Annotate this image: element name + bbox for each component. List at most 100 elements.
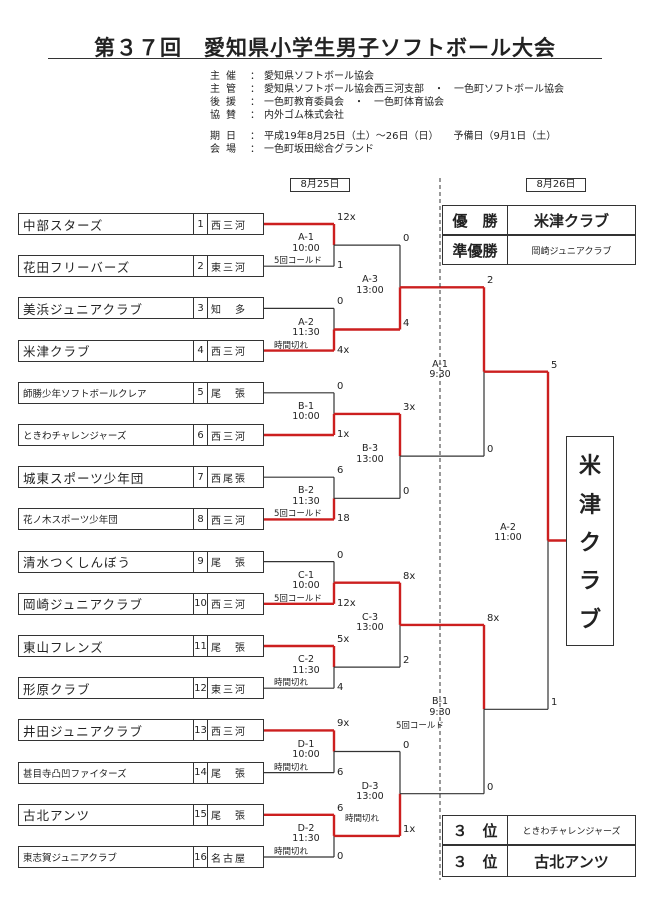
score-label: 1x xyxy=(337,429,350,440)
team-region: 西三河 xyxy=(211,347,247,359)
game-label: A-2 11:30 xyxy=(292,316,320,338)
team-name: 清水つくしんぼう xyxy=(19,551,194,572)
game-note: 5回コールド xyxy=(274,593,322,604)
game-label: B-2 11:30 xyxy=(292,485,320,507)
team-seed: 9 xyxy=(194,551,208,572)
team-name: 東山フレンズ xyxy=(19,636,194,656)
runnerup-team: 岡崎ジュニアクラブ xyxy=(531,246,612,257)
info-row: 主催 ： 愛知県ソフトボール協会 xyxy=(210,70,374,84)
team-seed: 10 xyxy=(194,593,208,614)
score-label: 4 xyxy=(403,317,410,329)
score-label: 0 xyxy=(403,233,410,245)
score-label: 12x xyxy=(337,597,356,609)
info-label: 後援 xyxy=(210,97,242,108)
info-value: 内外ゴム株式会社 xyxy=(264,110,344,121)
score-label: 18 xyxy=(337,513,350,525)
team-region: 東三河 xyxy=(211,262,247,274)
game-note: 時間切れ xyxy=(274,678,309,689)
team-seed: 11 xyxy=(194,636,208,656)
score-label: 0 xyxy=(337,549,344,561)
score-label: 8x xyxy=(487,612,500,624)
title-underline xyxy=(48,58,602,59)
info-value: 一色町坂田総合グランド xyxy=(264,144,374,155)
winner-box: 優 勝 米津クラブ xyxy=(442,205,636,235)
score-label: 6 xyxy=(337,802,344,814)
champion-char: 津 xyxy=(578,491,601,518)
info-label: 期日 xyxy=(210,131,242,142)
game-label: A-1 10:00 xyxy=(292,232,320,254)
team-seed: 12 xyxy=(194,678,208,699)
team-name: 花ノ木スポーツ少年団 xyxy=(19,509,194,530)
score-label: 5 xyxy=(551,359,558,371)
team-region: 尾 張 xyxy=(211,389,247,401)
team-region: 西三河 xyxy=(211,220,247,232)
game-label: C-1 10:00 xyxy=(292,569,320,592)
info-label: 主催 xyxy=(210,71,242,82)
team-seed: 16 xyxy=(194,847,208,867)
third-place-label-2: ３ 位 xyxy=(443,846,508,876)
game-note: 5回コールド xyxy=(274,509,322,520)
day2-label: 8月26日 xyxy=(526,178,586,192)
page-title: 第３７回 愛知県小学生男子ソフトボール大会 xyxy=(94,35,556,60)
team-region: 西尾張 xyxy=(211,473,247,485)
info-row: 協賛：内外ゴム株式会社 xyxy=(210,109,344,123)
winner-label: 優 勝 xyxy=(443,206,508,234)
score-label: 1 xyxy=(337,260,344,272)
team-name: 城東スポーツ少年団 xyxy=(19,467,194,488)
game-label: C-3 13:00 xyxy=(356,611,384,634)
team-region: 尾 張 xyxy=(211,811,247,823)
team-seed: 2 xyxy=(194,256,208,277)
champion-char: ク xyxy=(578,529,601,556)
score-label: 12x xyxy=(337,212,356,223)
info-label: 主管 xyxy=(210,84,242,95)
score-label: 6 xyxy=(337,766,344,778)
team-seed: 8 xyxy=(194,509,208,530)
game-label: A-1 9:30 xyxy=(429,358,451,381)
team-seed: 3 xyxy=(194,298,208,319)
info-colon: ： xyxy=(250,71,260,82)
game-label: C-2 11:30 xyxy=(292,654,320,676)
game-label: D-1 10:00 xyxy=(292,738,320,760)
team-region: 名古屋 xyxy=(211,853,247,865)
info-colon: ： xyxy=(250,110,260,121)
score-label: 4 xyxy=(337,682,344,694)
score-label: 3x xyxy=(403,401,416,413)
score-label: 1 xyxy=(551,697,558,709)
game-label: B-1 10:00 xyxy=(292,400,320,423)
score-label: 0 xyxy=(403,486,410,498)
score-label: 1x xyxy=(403,823,416,835)
game-label: A-3 13:00 xyxy=(356,274,384,296)
info-value: 愛知県ソフトボール協会 xyxy=(264,71,374,82)
third-place-team-1: ときわチャレンジャーズ xyxy=(522,826,621,837)
team-seed: 15 xyxy=(194,804,208,825)
score-label: 8x xyxy=(403,570,416,582)
info-row: 主管：愛知県ソフトボール協会西三河支部 ・ 一色町ソフトボール協会 xyxy=(210,83,564,97)
runnerup-label: 準優勝 xyxy=(443,236,508,264)
score-label: 2 xyxy=(403,655,410,667)
game-note: 時間切れ xyxy=(274,762,309,773)
team-name: ときわチャレンジャーズ xyxy=(19,425,194,445)
score-label: 0 xyxy=(487,781,494,793)
day1-label: 8月25日 xyxy=(290,178,350,192)
team-name: 甚目寺凸凹ファイターズ xyxy=(19,762,194,783)
score-label: 0 xyxy=(403,739,410,751)
score-label: 0 xyxy=(337,296,344,308)
team-seed: 13 xyxy=(194,720,208,741)
team-seed: 4 xyxy=(194,340,208,361)
third-place-label-1: ３ 位 xyxy=(443,816,508,844)
team-region: 東三河 xyxy=(211,684,247,696)
team-name: 井田ジュニアクラブ xyxy=(19,720,194,741)
team-region: 西三河 xyxy=(211,726,247,738)
team-name: 形原クラブ xyxy=(19,678,194,699)
game-note: 5回コールド xyxy=(274,256,322,267)
